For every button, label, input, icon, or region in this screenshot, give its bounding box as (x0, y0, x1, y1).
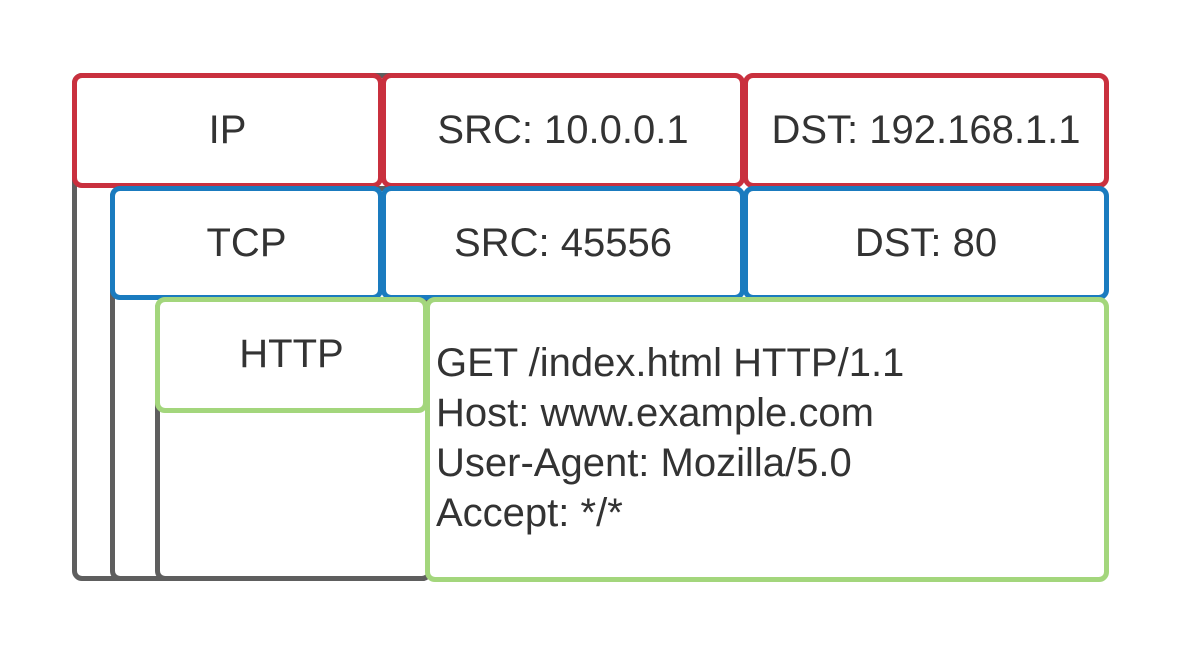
tcp-label: TCP (206, 220, 287, 265)
http-host-header: Host: www.example.com (436, 391, 874, 435)
http-user-agent-header: User-Agent: Mozilla/5.0 (436, 441, 852, 485)
http-request-payload: GET /index.html HTTP/1.1 Host: www.examp… (425, 297, 1109, 582)
ip-label-cell: IP (72, 73, 383, 188)
http-accept-header: Accept: */* (436, 491, 623, 535)
tcp-dst-port: DST: 80 (854, 220, 998, 265)
ip-dst-address: DST: 192.168.1.1 (771, 108, 1081, 152)
ip-label: IP (208, 108, 247, 152)
http-label: HTTP (239, 332, 344, 376)
ip-dst-cell: DST: 192.168.1.1 (743, 73, 1109, 188)
tcp-src-port: SRC: 45556 (454, 220, 672, 265)
tcp-dst-cell: DST: 80 (743, 186, 1109, 300)
tcp-src-cell: SRC: 45556 (381, 186, 745, 300)
http-request-line: GET /index.html HTTP/1.1 (436, 341, 905, 385)
http-label-cell: HTTP (155, 297, 428, 413)
tcp-label-cell: TCP (110, 186, 383, 300)
ip-src-address: SRC: 10.0.0.1 (437, 108, 689, 152)
ip-src-cell: SRC: 10.0.0.1 (381, 73, 745, 188)
